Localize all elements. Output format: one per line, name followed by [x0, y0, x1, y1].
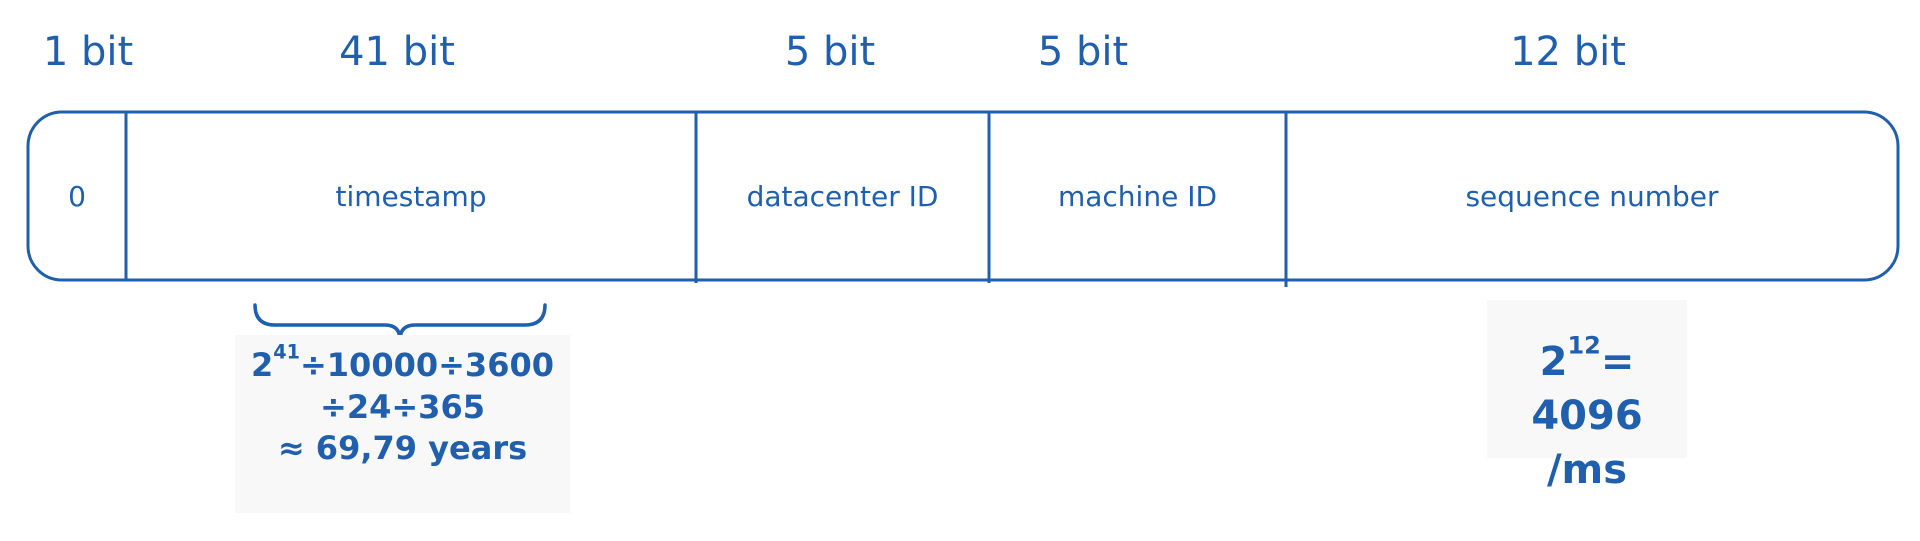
field-timestamp: timestamp	[335, 179, 487, 213]
id-bar-outline	[26, 110, 1900, 282]
bit-label-datacenter: 5 bit	[784, 29, 876, 75]
sequence-note-line-1: 212= 4096	[1487, 333, 1687, 443]
timestamp-note-exponent: 41	[273, 340, 300, 364]
sequence-note-exponent: 12	[1567, 331, 1601, 360]
field-machine-id: machine ID	[1057, 179, 1218, 213]
bit-label-sequence: 12 bit	[1510, 29, 1626, 75]
timestamp-calculation-note: 241÷10000÷3600 ÷24÷365 ≈ 69,79 years	[235, 335, 570, 513]
sequence-calculation-note: 212= 4096 /ms	[1487, 300, 1687, 493]
bit-label-sign: 1 bit	[42, 29, 134, 75]
field-sequence-number: sequence number	[1465, 179, 1719, 213]
sequence-note-unit: /ms	[1546, 447, 1628, 493]
timestamp-note-line-1: 241÷10000÷3600	[235, 343, 570, 387]
timestamp-note-base: 2	[251, 346, 274, 384]
timestamp-note-line-2: ÷24÷365	[320, 387, 485, 426]
field-datacenter-id: datacenter ID	[746, 179, 939, 213]
timestamp-note-divisors: ÷10000÷3600	[299, 346, 554, 384]
timestamp-note-result: ≈ 69,79 years	[277, 429, 528, 468]
sequence-note-value: = 4096	[1531, 339, 1643, 439]
sequence-note-base: 2	[1539, 339, 1568, 385]
bit-label-timestamp: 41 bit	[339, 29, 455, 75]
field-sign: 0	[68, 179, 86, 213]
bit-label-machine: 5 bit	[1037, 29, 1129, 75]
